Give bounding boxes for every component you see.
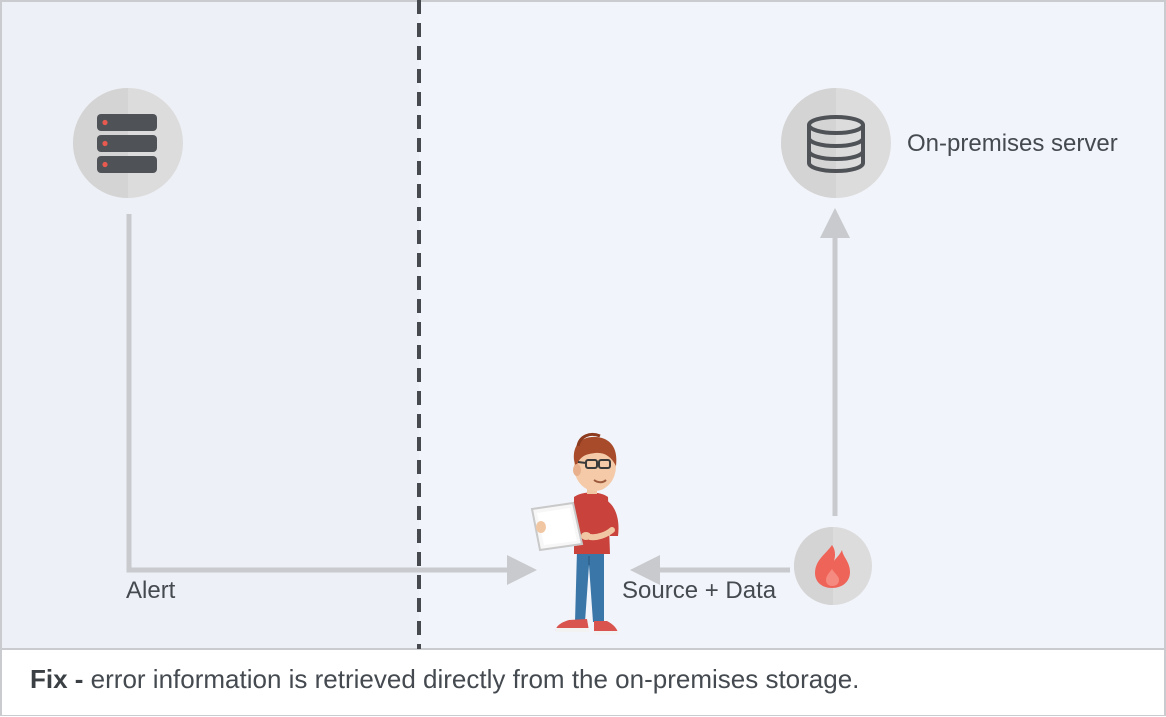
database-icon [781, 88, 891, 198]
left-panel [2, 2, 419, 648]
caption-bold: Fix - [30, 664, 84, 694]
fire-icon [794, 527, 872, 605]
alert-connector [126, 214, 537, 585]
caption-bar: Fix - error information is retrieved dir… [2, 650, 1164, 715]
server-label: On-premises server [907, 130, 1118, 157]
alert-label: Alert [126, 577, 176, 604]
source-data-label: Source + Data [622, 577, 777, 604]
caption-text: error information is retrieved directly … [83, 664, 860, 694]
server-rack-icon [73, 88, 183, 198]
right-panel [419, 2, 1164, 648]
developer-person [530, 432, 619, 635]
